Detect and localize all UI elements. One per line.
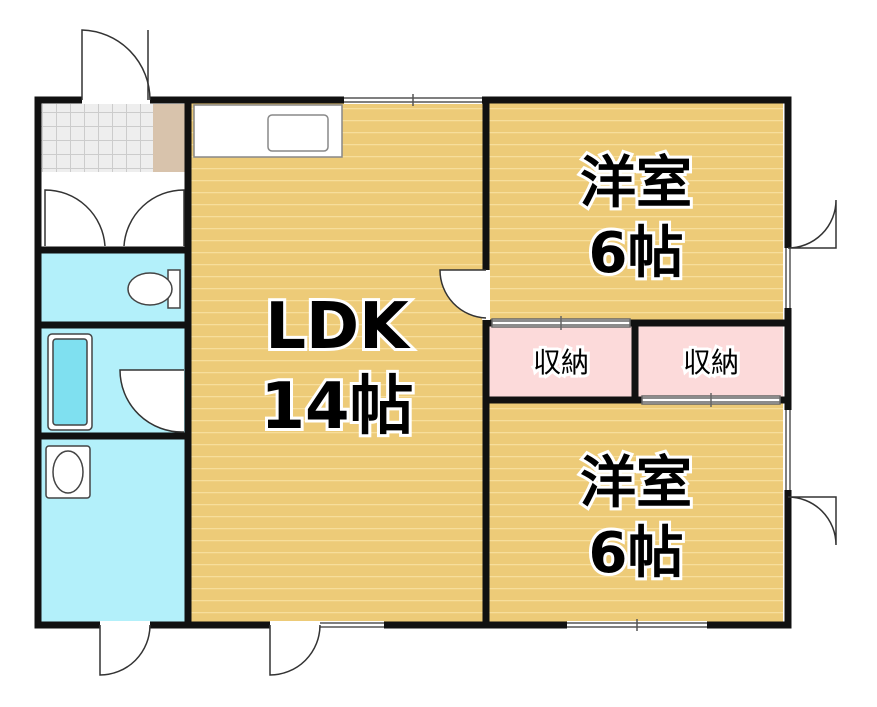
fixtures [45, 269, 181, 499]
ldk-exterior-door [269, 624, 321, 676]
storage-right-floor [638, 325, 783, 398]
western-top-floor [488, 100, 783, 322]
bath-door [119, 369, 185, 433]
bedroom-top-exterior-door [787, 199, 837, 249]
storage-right-label: 収納 [683, 346, 739, 379]
bedroom-bottom-exterior-door [787, 496, 837, 546]
closet-sliding-doors [491, 316, 781, 407]
kitchen-sink [267, 114, 329, 152]
western-bottom-label-line2: 6帖 [589, 521, 684, 586]
hall-door-left [44, 189, 106, 247]
toilet-bowl [127, 272, 173, 306]
entry-tile [41, 104, 153, 172]
washroom-exterior-door [99, 624, 151, 676]
western-bottom-label-line1: 洋室 [580, 451, 692, 516]
doors [44, 29, 837, 676]
western-top-label-line1: 洋室 [580, 151, 692, 216]
ldk-label-line1: LDK [265, 290, 411, 364]
windows [320, 94, 792, 631]
western-bottom-floor [488, 400, 783, 625]
hall-door-right [123, 189, 185, 247]
storage-left-label: 収納 [533, 346, 589, 379]
ldk-label-line2: 14帖 [260, 370, 413, 444]
washbasin-bowl [52, 450, 84, 494]
bathtub-inner [52, 338, 88, 426]
shoe-cabinet [153, 104, 186, 172]
storage-left-floor [488, 325, 633, 398]
entrance-door-swing [81, 29, 151, 101]
western-top-label-line2: 6帖 [589, 221, 684, 286]
ldk-bedroom-door [439, 269, 487, 319]
ldk-floor [190, 100, 485, 625]
